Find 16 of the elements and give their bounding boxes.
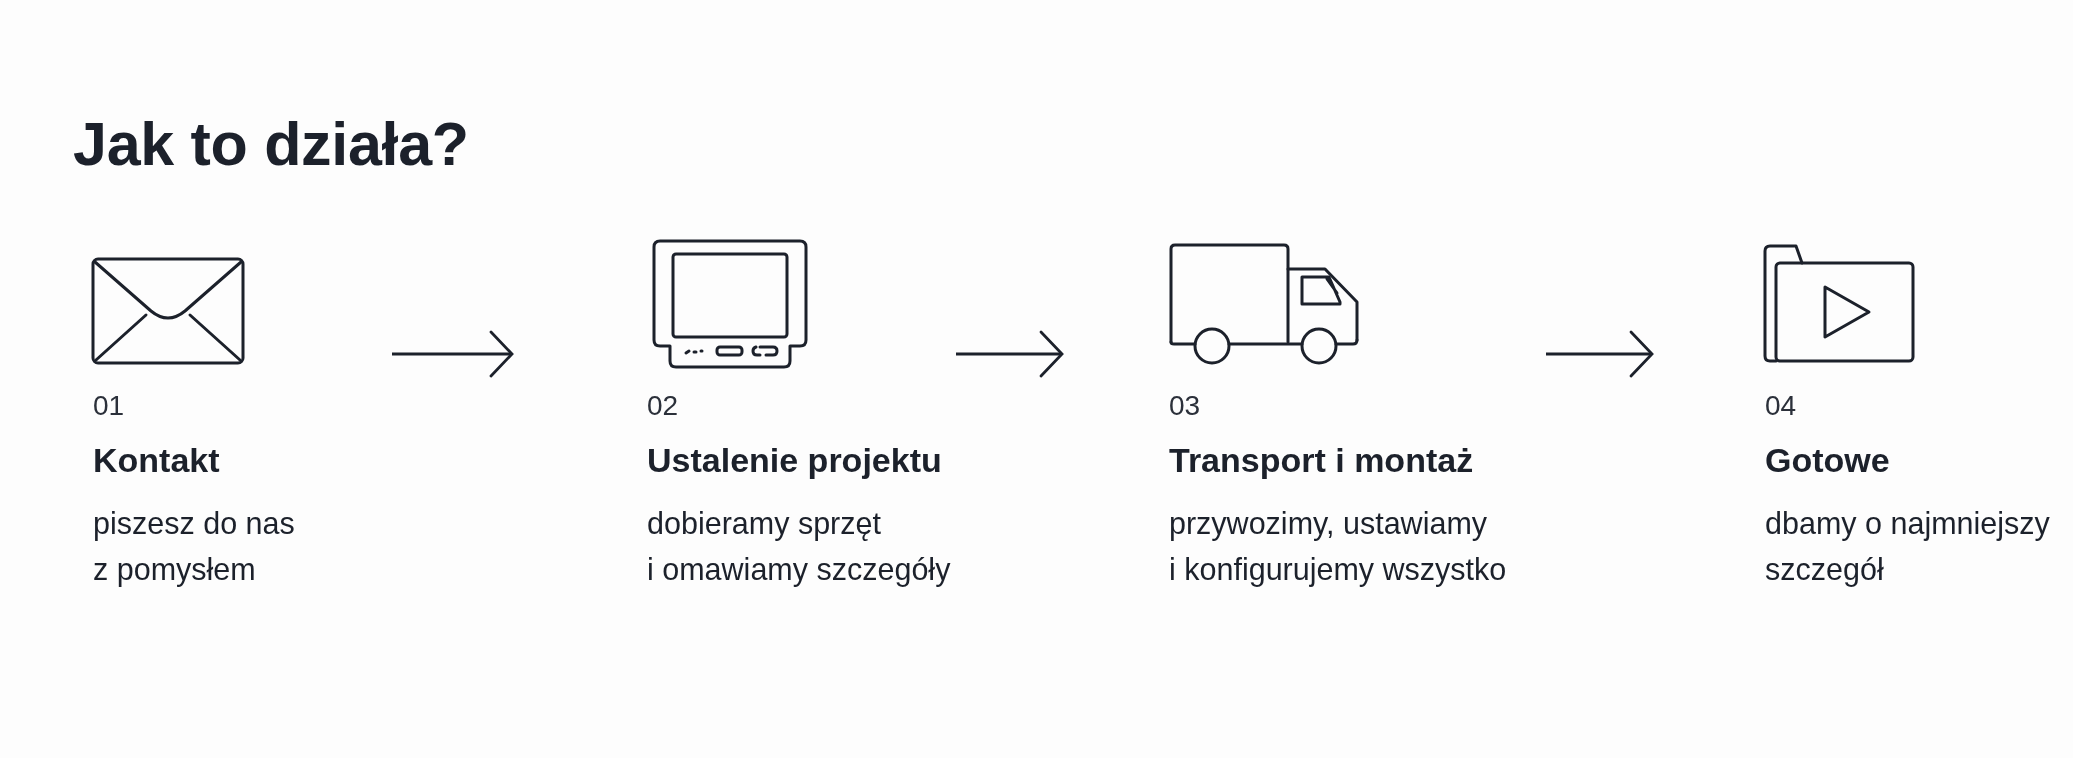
step-description: dbamy o najmniejszy szczegół (1765, 505, 2050, 589)
page-title: Jak to działa? (73, 109, 469, 180)
step-title: Gotowe (1765, 441, 1890, 481)
step-number: 01 (93, 390, 125, 423)
step-description: piszesz do nas z pomysłem (93, 505, 295, 589)
step-description: dobieramy sprzęt i omawiamy szczegóły (647, 505, 951, 589)
step-title: Transport i montaż (1169, 441, 1474, 481)
step-number: 03 (1169, 390, 1201, 423)
step-number: 04 (1765, 390, 1797, 423)
arrow (392, 330, 514, 378)
arrow (956, 330, 1064, 378)
step-description: przywozimy, ustawiamy i konfigurujemy wszystko (1169, 505, 1507, 589)
step-title: Kontakt (93, 441, 220, 481)
step-number: 02 (647, 390, 679, 423)
step-title: Ustalenie projektu (647, 441, 942, 481)
arrow (1546, 330, 1654, 378)
